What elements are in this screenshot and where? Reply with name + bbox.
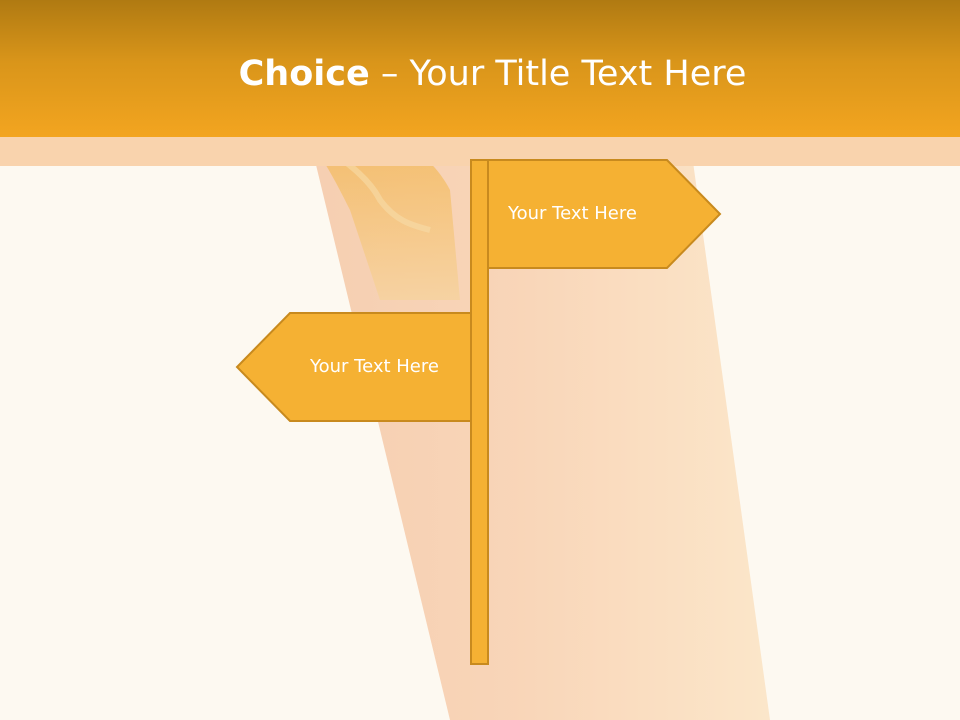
sign-right-arrow <box>487 159 722 269</box>
slide-title-bold: Choice <box>238 54 370 94</box>
sign-left-label: Your Text Here <box>310 356 439 377</box>
sign-right-label: Your Text Here <box>508 203 637 224</box>
title-bar <box>0 0 960 137</box>
signpost-pole <box>470 159 489 665</box>
sign-left-arrow <box>235 312 472 422</box>
slide-title: Choice – Your Title Text Here <box>0 52 960 96</box>
slide-title-rest: – Your Title Text Here <box>369 54 747 94</box>
